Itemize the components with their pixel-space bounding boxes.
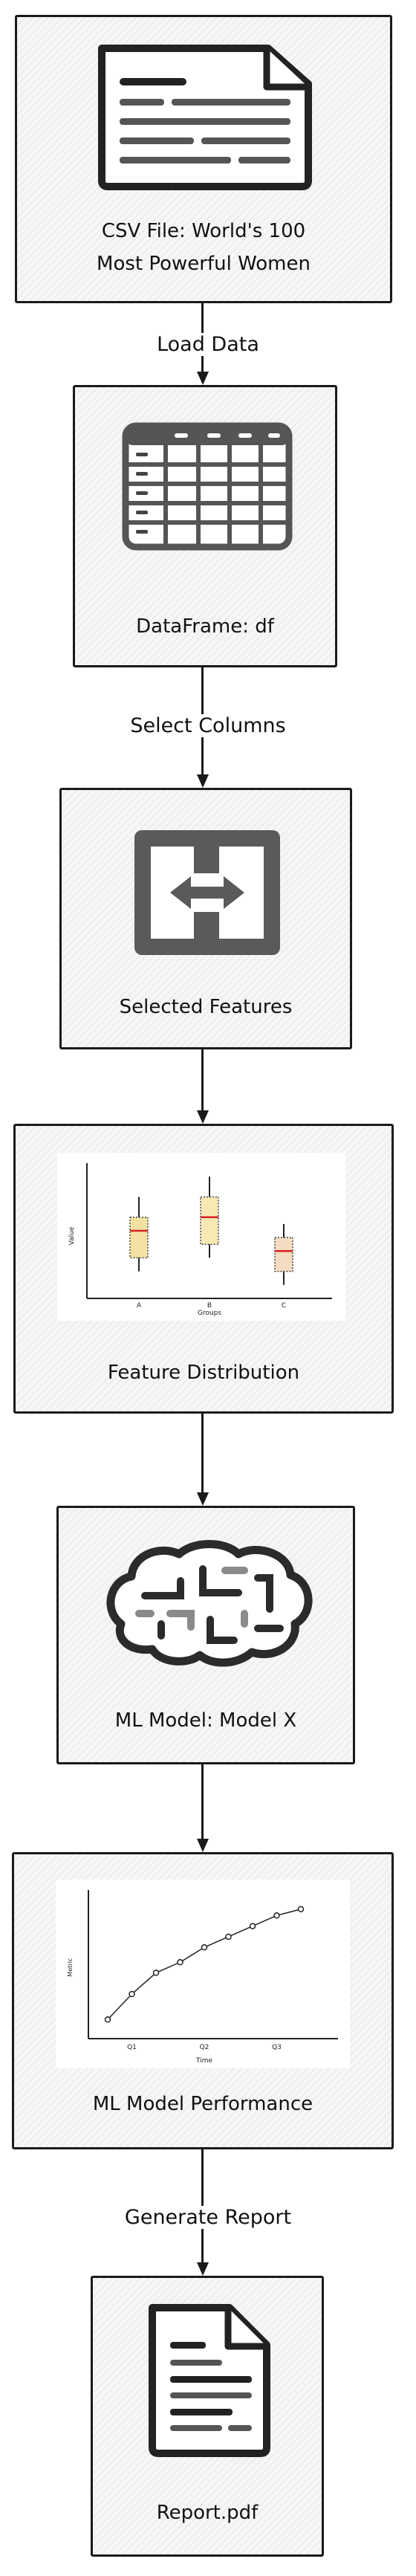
box-body (200, 1196, 219, 1245)
x-tick-label: Q3 (272, 2044, 282, 2051)
x-axis-label: Groups (198, 1310, 221, 1317)
node-label: ML Model: Model X (114, 1709, 297, 1732)
transfer-icon (134, 830, 280, 955)
node-label: Report.pdf (156, 2502, 259, 2524)
data-point (152, 1970, 160, 1976)
data-point (297, 1906, 305, 1912)
data-point (249, 1923, 256, 1929)
csv-file-node: CSV File: World's 100 Most Powerful Wome… (15, 15, 392, 303)
arrow-head-icon (197, 774, 209, 788)
y-axis-label: Metric (67, 1958, 74, 1977)
edge-label-load: Load Data (0, 330, 416, 360)
box-body (274, 1237, 293, 1272)
data-point (177, 1958, 183, 1966)
box-body (129, 1217, 149, 1259)
node-label: Selected Features (119, 996, 293, 1018)
arrow-head-icon (197, 372, 209, 385)
arrow-head-icon (197, 1110, 209, 1124)
edge-label-generate: Generate Report (0, 2203, 416, 2233)
brain-icon (106, 1540, 313, 1667)
ml-model-node: ML Model: Model X (56, 1506, 355, 1764)
feature-distribution-node: Value Groups A B C Feature Distribution (13, 1124, 394, 1414)
connector-line (201, 1764, 204, 1840)
selected-features-node: Selected Features (59, 788, 352, 1049)
data-point (225, 1933, 232, 1941)
box-category-label: B (207, 1302, 212, 1310)
x-tick-label: Q1 (127, 2044, 137, 2051)
data-point (273, 1912, 280, 1919)
arrow-head-icon (197, 2262, 209, 2276)
line-chart: Metric Time Q1 Q2 Q3 (56, 1880, 350, 2068)
connector-line (201, 1049, 204, 1112)
data-point (201, 1944, 208, 1951)
box-category-label: A (137, 1302, 142, 1310)
box-category-label: C (282, 1302, 286, 1310)
y-axis-label: Value (68, 1226, 76, 1245)
node-label: ML Model Performance (92, 2093, 313, 2115)
box-plot-chart: Value Groups A B C (57, 1153, 345, 1321)
edge-label-select: Select Columns (0, 711, 416, 741)
table-icon (122, 422, 293, 551)
arrow-head-icon (197, 1839, 209, 1852)
connector-line (201, 1414, 204, 1494)
document-icon (98, 45, 312, 190)
x-tick-label: Q2 (200, 2044, 209, 2051)
x-axis-label: Time (195, 2057, 212, 2065)
node-label: CSV File: World's 100 Most Powerful Wome… (97, 220, 311, 275)
arrow-head-icon (197, 1492, 209, 1506)
data-point (104, 2016, 111, 2023)
report-node: Report.pdf (91, 2276, 324, 2557)
report-icon (149, 2304, 270, 2457)
ml-model-performance-node: Metric Time Q1 Q2 Q3 ML Model Performance (12, 1852, 394, 2149)
dataframe-node: DataFrame: df (73, 385, 337, 667)
node-label: DataFrame: df (136, 615, 274, 638)
node-label: Feature Distribution (107, 1362, 300, 1384)
data-point (129, 1990, 135, 1998)
